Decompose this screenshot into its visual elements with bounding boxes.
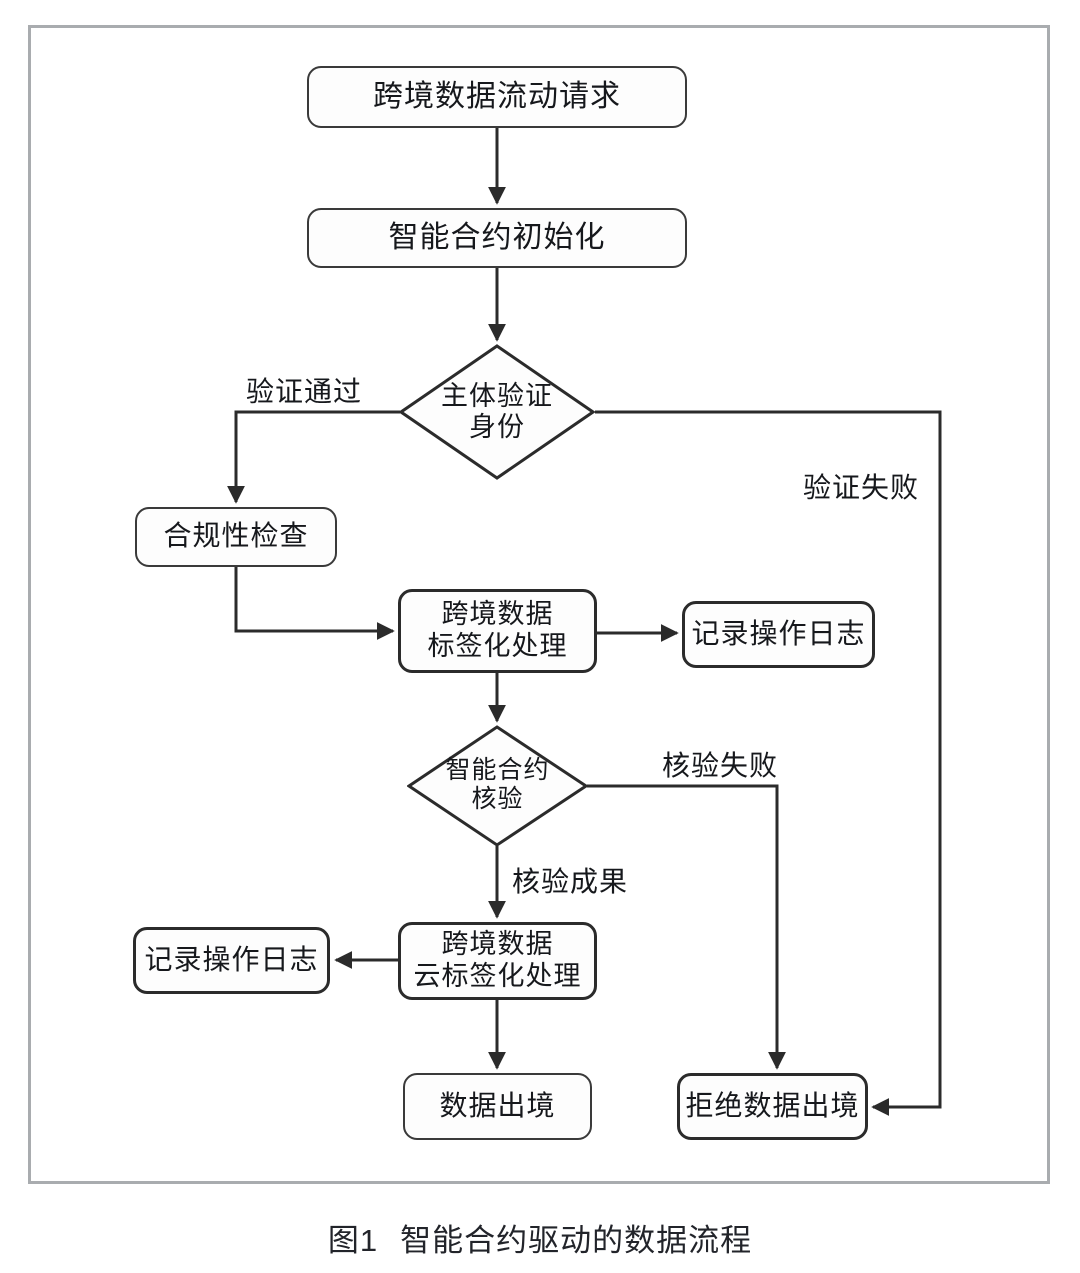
node-label-line1: 主体验证	[441, 380, 553, 411]
figure-caption: 图1 智能合约驱动的数据流程	[0, 1215, 1080, 1260]
node-label: 记录操作日志	[144, 944, 319, 976]
caption-title: 智能合约驱动的数据流程	[400, 1223, 753, 1258]
node-label: 跨境数据流动请求	[373, 80, 621, 114]
node-label: 智能合约初始化	[388, 221, 606, 255]
node-cross-border-cloud-tagging[interactable]: 跨境数据 云标签化处理	[398, 922, 597, 1000]
node-data-export[interactable]: 数据出境	[403, 1073, 592, 1140]
node-compliance-check[interactable]: 合规性检查	[135, 507, 337, 567]
node-label-line2: 身份	[469, 412, 525, 442]
node-label-line2: 标签化处理	[427, 631, 568, 661]
edge-label-check-fail: 核验失败	[662, 751, 779, 782]
node-reject-data-export[interactable]: 拒绝数据出境	[677, 1073, 868, 1140]
decision-identity-verification[interactable]: 主体验证 身份	[399, 344, 595, 480]
node-label: 数据出境	[439, 1090, 556, 1122]
node-label-line1: 跨境数据	[441, 929, 554, 960]
edge-label-verify-fail: 验证失败	[803, 473, 920, 504]
node-label-stack: 跨境数据 标签化处理	[428, 599, 568, 663]
diamond-shape	[407, 725, 588, 847]
decision-smart-contract-verification[interactable]: 智能合约 核验	[407, 725, 588, 847]
node-label-line1: 跨境数据	[441, 599, 554, 630]
node-cross-border-data-tagging[interactable]: 跨境数据 标签化处理	[398, 589, 597, 673]
node-label: 记录操作日志	[691, 618, 866, 650]
node-label-line2: 核验	[471, 786, 524, 813]
caption-number: 图1	[327, 1223, 379, 1258]
node-operation-log-bottom[interactable]: 记录操作日志	[133, 927, 330, 994]
node-label: 合规性检查	[163, 521, 309, 553]
node-label-stack: 跨境数据 云标签化处理	[414, 929, 582, 993]
edge-label-check-pass: 核验成果	[512, 867, 629, 898]
node-label: 拒绝数据出境	[685, 1090, 860, 1122]
node-operation-log-top[interactable]: 记录操作日志	[682, 601, 875, 668]
node-smart-contract-init[interactable]: 智能合约初始化	[307, 208, 687, 268]
node-cross-border-request[interactable]: 跨境数据流动请求	[307, 66, 687, 128]
node-label-line1: 智能合约	[445, 757, 550, 785]
edge-label-verify-pass: 验证通过	[246, 377, 363, 408]
node-label-line2: 云标签化处理	[413, 961, 582, 991]
diamond-shape	[399, 344, 595, 480]
